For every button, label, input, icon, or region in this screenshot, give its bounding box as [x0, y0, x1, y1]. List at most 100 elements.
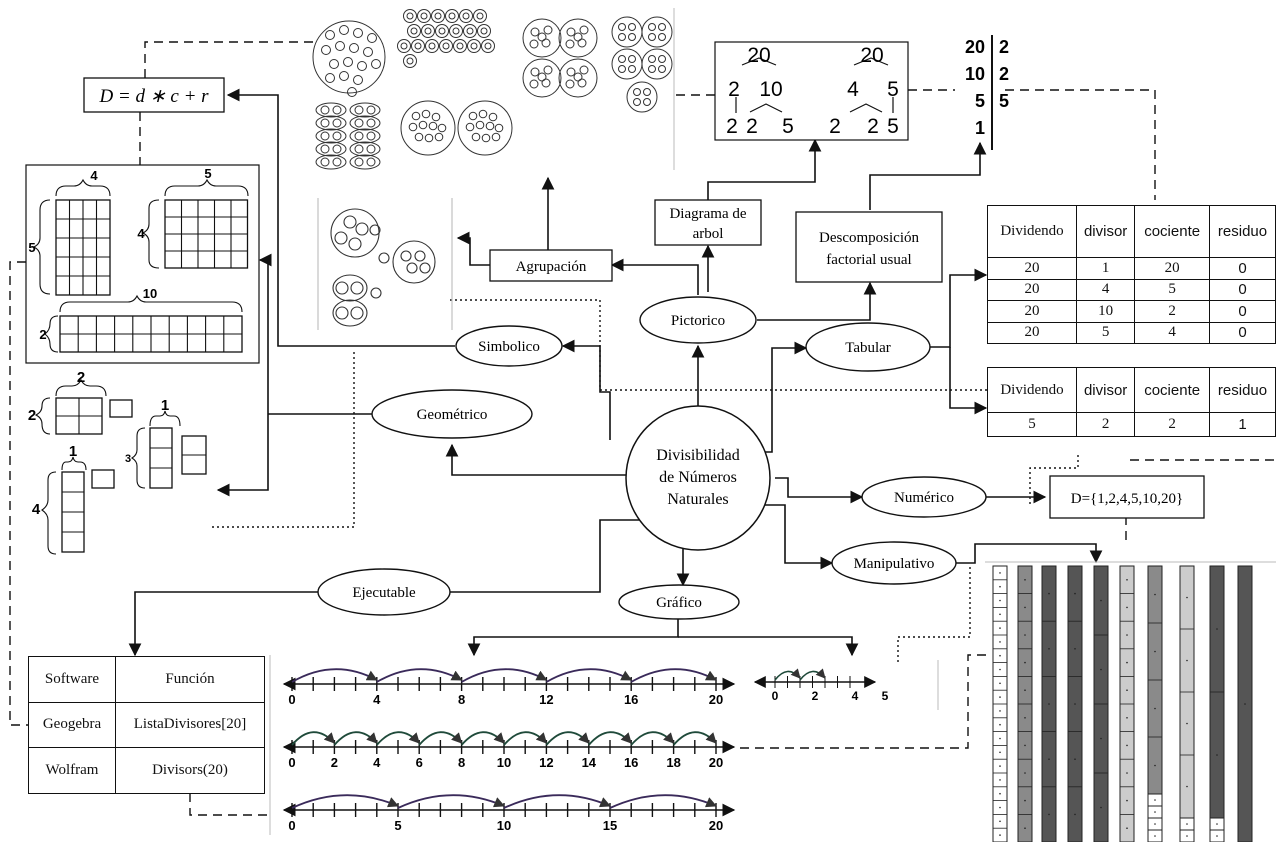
ring — [440, 40, 453, 53]
dot — [629, 34, 636, 41]
unit-square — [92, 470, 114, 488]
bar-dot — [999, 683, 1001, 685]
t1-header-dividendo: Dividendo — [988, 206, 1077, 258]
bar-dot — [1074, 593, 1076, 595]
t1-cell: 0 — [1210, 279, 1276, 301]
dot — [367, 119, 375, 127]
dot — [530, 80, 538, 88]
ring — [478, 25, 491, 38]
bar-dot — [1024, 634, 1026, 636]
t1-cell: 20 — [988, 279, 1077, 301]
dot — [355, 119, 363, 127]
bar-dot — [1100, 600, 1102, 602]
tick-label: 20 — [709, 818, 723, 833]
dot — [438, 124, 446, 132]
dot — [574, 73, 582, 81]
group-of-5 — [523, 59, 561, 97]
bar-dot — [999, 821, 1001, 823]
bar-dot — [1024, 717, 1026, 719]
ring — [450, 25, 463, 38]
bar-dot — [1024, 800, 1026, 802]
dot — [659, 66, 666, 73]
dot — [489, 113, 497, 121]
ring-inner — [457, 43, 463, 49]
dot — [340, 26, 349, 35]
tick-label: 8 — [458, 755, 465, 770]
tick-label: 6 — [416, 755, 423, 770]
col4-side-label: 4 — [32, 501, 41, 518]
bar-dot — [1154, 708, 1156, 710]
t2-header-residuo: residuo — [1210, 368, 1276, 413]
bar-dot — [1186, 835, 1188, 837]
tick-label: 20 — [709, 692, 723, 707]
node-simbolico: Simbolico — [456, 326, 562, 366]
node-tabular: Tabular — [806, 323, 930, 371]
tree2-leaf-b: 2 — [867, 115, 879, 138]
t1-cell: 10 — [1077, 301, 1135, 323]
bar-dot — [1186, 786, 1188, 788]
tick-label: 2 — [812, 689, 819, 703]
box-diagrama-line2: arbol — [693, 226, 724, 242]
bar-dot — [1154, 651, 1156, 653]
node-manipulativo-label: Manipulativo — [854, 556, 935, 572]
box-diagrama-line1: Diagrama de — [669, 206, 746, 222]
bar-dot — [999, 779, 1001, 781]
sq-top-label: 2 — [77, 369, 85, 386]
bar-dot — [999, 724, 1001, 726]
grid-a-top-label: 4 — [90, 168, 98, 183]
dot — [321, 158, 329, 166]
ring-inner — [415, 43, 421, 49]
tick-label: 15 — [603, 818, 617, 833]
tick-label: 12 — [539, 692, 553, 707]
bar-dot — [1100, 669, 1102, 671]
t1-cell: 5 — [1135, 279, 1210, 301]
bar-dot — [1126, 634, 1128, 636]
grouping-of-5 — [318, 198, 452, 330]
box-formula: D = d ∗ c + r — [84, 78, 224, 112]
sw-header-software: Software — [29, 657, 116, 703]
dot — [333, 119, 341, 127]
tick-label: 0 — [288, 692, 295, 707]
dot — [354, 29, 363, 38]
ring-inner — [453, 28, 459, 34]
tick-label: 4 — [373, 755, 381, 770]
bar-dot — [1074, 758, 1076, 760]
grouping-pictures — [313, 8, 674, 170]
t1-cell: 2 — [1135, 301, 1210, 323]
bar-dot — [1154, 835, 1156, 837]
ring — [404, 10, 417, 23]
node-ejecutable: Ejecutable — [318, 569, 450, 615]
bar-dot — [1126, 607, 1128, 609]
dot — [567, 28, 575, 36]
center-label-line3: Naturales — [667, 491, 728, 508]
bar-dot — [999, 627, 1001, 629]
tick-label: 10 — [497, 818, 511, 833]
dot — [415, 133, 423, 141]
bar-dot — [1126, 689, 1128, 691]
dot — [354, 76, 363, 85]
dot — [333, 145, 341, 153]
t2-header-cociente: cociente — [1135, 368, 1210, 413]
ring-inner — [471, 43, 477, 49]
dot — [644, 99, 651, 106]
grid-1-by-3 — [150, 428, 172, 488]
grid-5x4 — [165, 200, 248, 268]
ladder-left-0: 20 — [965, 37, 985, 57]
dot — [544, 26, 552, 34]
ring — [460, 10, 473, 23]
dot — [469, 112, 477, 120]
tree1-leaf-b: 2 — [746, 115, 758, 138]
bar-dot — [999, 752, 1001, 754]
bar-dot — [1048, 593, 1050, 595]
sw-cell: Wolfram — [29, 748, 116, 794]
dot — [326, 31, 335, 40]
tick-label: 14 — [582, 755, 597, 770]
grid-b-top-label: 5 — [204, 166, 211, 181]
tick-label: 2 — [331, 755, 338, 770]
bar-dot — [1216, 835, 1218, 837]
dot — [330, 60, 339, 69]
bar-dot — [1100, 807, 1102, 809]
grid-a-side-label: 5 — [28, 240, 35, 255]
dot — [580, 66, 588, 74]
t2-cell: 1 — [1210, 413, 1276, 437]
